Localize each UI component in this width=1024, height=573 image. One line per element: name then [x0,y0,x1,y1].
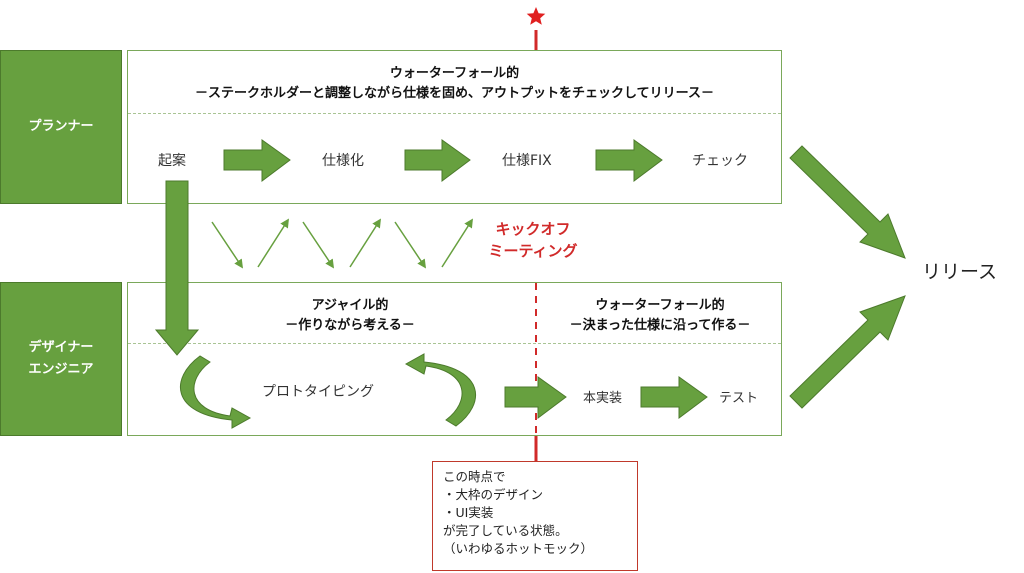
thin-arrow-up-3 [441,218,473,268]
arrow-spec-to-fix [404,139,471,182]
thin-arrow-down-1 [211,221,243,269]
waterfall-title: ウォーターフォール的 －決まった仕様に沿って作る－ [540,296,780,336]
thin-arrow-down-2 [302,221,334,269]
arrow-impl-to-test [640,376,708,419]
step-spec-fix: 仕様FIX [502,153,552,169]
designer-label-line2: エンジニア [28,362,94,377]
kickoff-line2: ミーティング [488,242,578,260]
designer-label-line1: デザイナー [28,340,94,355]
release-label: リリース [922,261,998,283]
waterfall-title-main: ウォーターフォール的 [595,298,725,313]
planner-lane-label: プランナー [0,50,122,204]
step-test: テスト [719,391,759,406]
kickoff-line1: キックオフ [495,220,571,238]
thin-arrow-down-3 [394,221,426,269]
step-prototyping: プロトタイピング [262,384,374,400]
cycle-arrow-left [179,355,252,429]
star-icon [526,7,546,25]
arrow-proposal-to-spec [223,139,291,182]
arrow-proposal-down [154,180,200,356]
step-check: チェック [692,153,748,169]
planner-label-text: プランナー [28,119,94,134]
step-implementation: 本実装 [583,391,623,406]
agile-title-main: アジャイル的 [311,298,389,313]
arrow-test-to-release [789,295,906,409]
agile-title: アジャイル的 －作りながら考える－ [230,296,470,336]
arrow-fix-to-check [595,139,663,182]
thin-arrow-up-2 [349,218,381,268]
planner-title-main: ウォーターフォール的 [389,66,520,81]
planner-title-sub: －ステークホルダーと調整しながら仕様を固め、アウトプットをチェックしてリリース－ [195,86,714,101]
kickoff-label: キックオフ ミーティング [468,218,598,262]
note-line: ・UI実装 [443,505,494,520]
waterfall-title-sub: －決まった仕様に沿って作る－ [569,318,751,333]
note-line: が完了している状態。 [443,523,568,538]
designer-lane-label: デザイナー エンジニア [0,282,122,436]
thin-arrow-up-1 [257,218,289,268]
note-line: ・大枠のデザイン [443,487,544,502]
step-specify: 仕様化 [322,153,364,169]
arrow-check-to-release [789,145,906,259]
planner-divider [128,113,781,114]
planner-title: ウォーターフォール的 －ステークホルダーと調整しながら仕様を固め、アウトプットを… [128,64,781,104]
step-proposal: 起案 [158,153,186,169]
arrow-proto-to-impl [504,376,567,419]
cycle-arrow-right [404,353,477,427]
note-line: この時点で [443,469,506,484]
note-line: （いわゆるホットモック） [443,541,594,556]
designer-divider [128,343,781,344]
agile-title-sub: －作りながら考える－ [285,318,415,333]
hot-mock-note: この時点で ・大枠のデザイン ・UI実装 が完了している状態。 （いわゆるホット… [432,461,638,571]
planner-lane [127,50,782,204]
